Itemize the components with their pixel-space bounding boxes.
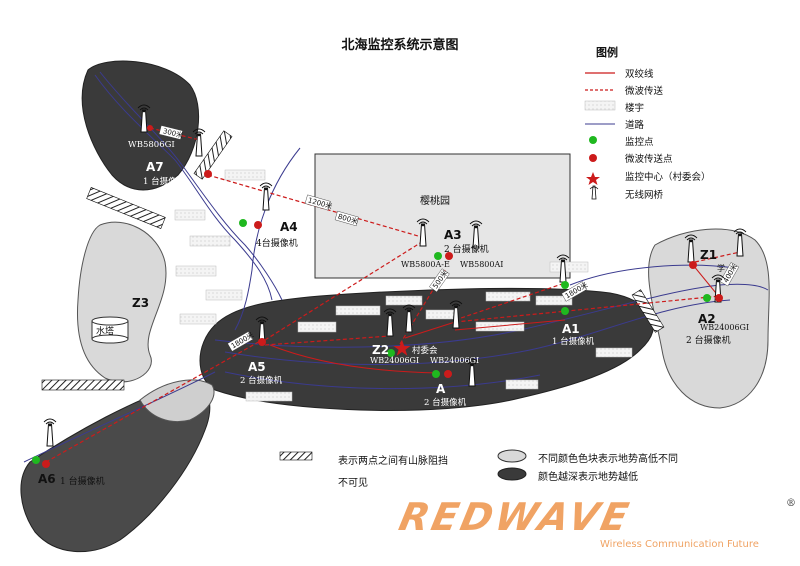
legend-item: 楼宇	[585, 100, 785, 116]
wireless-bridge-icon	[416, 218, 430, 247]
brand-name: REDWAVE	[395, 495, 636, 539]
site-z2-id: Z2	[372, 343, 390, 357]
water-tower-label: 水塔	[96, 327, 115, 337]
water-tower-icon	[91, 316, 129, 344]
legend-label: 监控点	[625, 137, 654, 148]
area-a6	[20, 384, 211, 553]
site-z2-model-left: WB24006GI	[370, 356, 420, 365]
legend-label: 监控中心（村委会）	[625, 172, 711, 183]
site-a3-model-right: WB5800AI	[460, 260, 504, 269]
terrain-dark-note: 颜色越深表示地势越低	[538, 472, 638, 483]
site-z2-model-right: WB24006GI	[430, 356, 480, 365]
site-a2-id: A2	[698, 312, 716, 326]
site-a5-id: A5	[248, 360, 266, 374]
site-a1-id: A1	[562, 322, 580, 336]
site-a1-cams: 1 台摄像机	[552, 337, 595, 347]
cherry-garden	[314, 153, 571, 279]
site-z1-id: Z1	[700, 248, 718, 262]
control-center-star-icon	[393, 340, 411, 356]
brand-logo: REDWAVE Wireless Communication Future	[395, 495, 759, 555]
monitor-dot	[561, 281, 569, 289]
monitor-dot	[561, 307, 569, 315]
mountain-note-line2: 不可见	[338, 478, 368, 489]
wireless-bridge-icon	[449, 300, 463, 329]
monitor-dot	[432, 370, 440, 378]
legend-item: 监控点	[585, 134, 785, 150]
area-z1	[648, 228, 770, 409]
legend-label: 无线网桥	[625, 190, 664, 201]
relay-dot	[444, 370, 452, 378]
relay-dot	[445, 252, 453, 260]
hill-a7	[81, 60, 200, 191]
area-z3-label: Z3	[132, 296, 150, 310]
legend-label: 微波传送点	[625, 154, 673, 165]
diagram-title: 北海监控系统示意图	[341, 38, 459, 53]
mountain-note-line1: 表示两点之间有山脉阻挡	[338, 456, 448, 467]
site-a7-model: WB5806GI	[128, 140, 175, 150]
terrain-light-note: 不同颜色色块表示地势高低不同	[538, 454, 678, 465]
wireless-bridge-icon	[259, 182, 273, 211]
legend-label: 道路	[625, 120, 645, 131]
legend-item: 无线网桥	[585, 187, 785, 203]
monitor-dot	[32, 456, 40, 464]
relay-dot	[204, 170, 212, 178]
relay-dot	[258, 338, 266, 346]
wireless-bridge-icon	[733, 228, 747, 257]
site-z2-center: 村委会	[412, 346, 438, 356]
site-a7-cams: 1 台摄像机	[143, 177, 186, 187]
wireless-bridge-icon	[402, 304, 416, 333]
cherry-garden-label: 樱桃园	[420, 196, 450, 207]
site-z1-chars: 学	[717, 264, 725, 273]
legend-item: 微波传送	[585, 83, 785, 99]
legend-item: 监控中心（村委会）	[585, 169, 785, 185]
site-a6-id: A6	[38, 472, 56, 486]
wireless-bridge-icon	[469, 220, 483, 249]
monitor-dot	[387, 349, 395, 357]
site-a6-cams: 1 台摄像机	[60, 477, 105, 487]
legend-label: 微波传送	[625, 86, 664, 97]
brand-tagline: Wireless Communication Future	[600, 539, 759, 550]
wireless-bridge-icon	[137, 104, 151, 133]
site-a-id: A	[436, 382, 446, 396]
relay-dot	[254, 221, 262, 229]
legend-item: 道路	[585, 117, 785, 133]
legend-item: 微波传送点	[585, 151, 785, 167]
monitor-dot	[703, 294, 711, 302]
area-a5-light	[139, 379, 215, 423]
monitor-dot	[434, 252, 442, 260]
site-a3-id: A3	[444, 228, 462, 242]
wireless-bridge-icon	[383, 308, 397, 337]
wireless-bridge-icon	[465, 358, 479, 387]
site-a5-cams: 2 台摄像机	[240, 376, 283, 386]
site-a2-cams: 2 台摄像机	[686, 336, 731, 346]
relay-dot	[715, 294, 723, 302]
legend-label: 双绞线	[625, 69, 654, 80]
legend-symbols	[584, 72, 616, 200]
site-a7-id: A7	[146, 160, 164, 174]
site-a-cams: 2 台摄像机	[424, 398, 467, 408]
area-z3	[76, 221, 167, 383]
legend-item: 双绞线	[585, 66, 785, 82]
site-a3-cams: 2 台摄像机	[444, 245, 489, 255]
registered-mark: ®	[786, 498, 796, 509]
wireless-bridge-icon	[192, 128, 206, 157]
monitor-dot	[239, 219, 247, 227]
legend-label: 楼宇	[625, 103, 645, 114]
site-a4-cams: 4台摄像机	[256, 239, 298, 249]
site-a2-model: WB24006GI	[700, 323, 750, 332]
relay-dot	[42, 460, 50, 468]
relay-dot	[689, 261, 697, 269]
legend-title: 图例	[596, 46, 618, 59]
site-a4-id: A4	[280, 220, 298, 234]
site-a3-model-left: WB5800A-E	[401, 260, 450, 269]
wireless-bridge-icon	[43, 418, 57, 447]
relay-dot	[147, 125, 153, 131]
